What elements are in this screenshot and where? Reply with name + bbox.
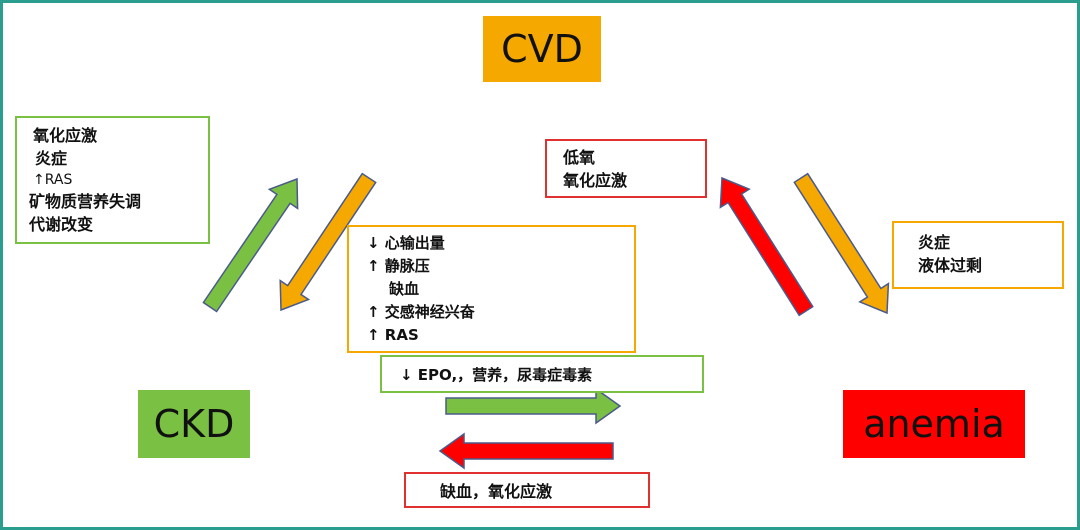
factor-line: 炎症 (35, 149, 68, 168)
node-anemia: anemia (843, 390, 1025, 458)
box-anemia-ckd-factors: 缺血，氧化应激 (404, 472, 650, 508)
effect-line: ↑ RAS (367, 326, 419, 344)
arrow-anemia-to-ckd (438, 432, 614, 470)
arrow-ckd-to-cvd (202, 177, 299, 313)
factor-line: ↑RAS (33, 172, 73, 188)
effect-line: 缺血 (389, 280, 420, 298)
node-cvd-label: CVD (501, 27, 583, 71)
factor-line: 氧化应激 (33, 126, 98, 145)
node-ckd: CKD (138, 390, 250, 458)
effect-line: ↑ 静脉压 (367, 257, 430, 275)
arrow-ckd-to-anemia (445, 387, 622, 425)
arrow-cvd-to-anemia (793, 172, 890, 315)
factor-line: 液体过剩 (918, 256, 983, 275)
box-cvd-anemia-factors: 炎症 液体过剩 (892, 221, 1064, 289)
factor-line: 炎症 (918, 233, 951, 252)
node-cvd: CVD (483, 16, 601, 82)
box-ckd-anemia-factors: ↓ EPO,，营养，尿毒症毒素 (380, 355, 704, 393)
arrow-cvd-to-ckd (279, 172, 377, 312)
box-ckd-cvd-factors: 氧化应激 炎症 ↑RAS 矿物质营养失调 代谢改变 (15, 116, 210, 244)
factor-line: ↓ EPO,，营养，尿毒症毒素 (400, 366, 593, 384)
factor-line: 代谢改变 (29, 215, 94, 234)
factor-line: 缺血，氧化应激 (440, 482, 553, 501)
effect-line: ↑ 交感神经兴奋 (367, 303, 475, 321)
factor-line: 氧化应激 (563, 171, 628, 190)
box-cvd-ckd-effects: ↓ 心输出量 ↑ 静脉压 缺血 ↑ 交感神经兴奋 ↑ RAS (347, 225, 636, 353)
factor-line: 低氧 (563, 148, 596, 167)
factor-line: 矿物质营养失调 (29, 192, 142, 211)
node-anemia-label: anemia (863, 402, 1005, 446)
arrow-anemia-to-cvd (719, 176, 814, 317)
node-ckd-label: CKD (153, 402, 235, 446)
box-anemia-cvd-factors: 低氧 氧化应激 (545, 139, 707, 198)
effect-line: ↓ 心输出量 (367, 234, 445, 252)
